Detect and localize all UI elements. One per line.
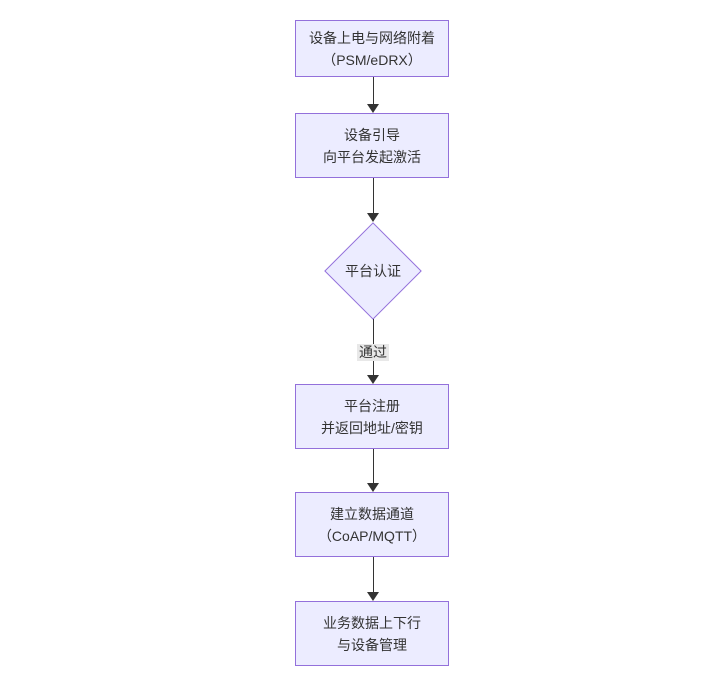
flow-arrow bbox=[367, 449, 379, 492]
edge-label-pass: 通过 bbox=[357, 344, 389, 361]
node-platform-register: 平台注册 并返回地址/密钥 bbox=[295, 384, 449, 449]
flow-arrow bbox=[367, 557, 379, 601]
node-text-line: 设备上电与网络附着 bbox=[309, 29, 435, 46]
node-text-line: 向平台发起激活 bbox=[323, 148, 421, 165]
node-text-line: 平台认证 bbox=[345, 262, 401, 279]
node-text-line: 业务数据上下行 bbox=[323, 614, 421, 631]
node-text-line: 平台注册 bbox=[344, 397, 400, 414]
node-business-data: 业务数据上下行 与设备管理 bbox=[295, 601, 449, 666]
arrow-head-icon bbox=[367, 483, 379, 492]
arrow-head-icon bbox=[367, 375, 379, 384]
arrow-line bbox=[372, 77, 374, 104]
node-text-line: 建立数据通道 bbox=[330, 505, 414, 522]
flow-arrow bbox=[367, 178, 379, 222]
arrow-line bbox=[372, 449, 374, 483]
node-device-bootstrap: 设备引导 向平台发起激活 bbox=[295, 113, 449, 178]
arrow-head-icon bbox=[367, 592, 379, 601]
decision-platform-auth: 平台认证 bbox=[323, 221, 423, 320]
arrow-head-icon bbox=[367, 213, 379, 222]
arrow-line bbox=[372, 178, 374, 213]
node-text-line: 与设备管理 bbox=[337, 636, 407, 653]
node-text-line: （PSM/eDRX） bbox=[322, 51, 422, 68]
arrow-line bbox=[372, 557, 374, 592]
node-text-line: （CoAP/MQTT） bbox=[317, 527, 427, 544]
node-text-line: 设备引导 bbox=[344, 126, 400, 143]
flow-arrow bbox=[367, 77, 379, 113]
node-data-channel: 建立数据通道 （CoAP/MQTT） bbox=[295, 492, 449, 557]
node-device-power-attach: 设备上电与网络附着 （PSM/eDRX） bbox=[295, 20, 449, 77]
arrow-head-icon bbox=[367, 104, 379, 113]
node-text-line: 并返回地址/密钥 bbox=[321, 419, 423, 436]
